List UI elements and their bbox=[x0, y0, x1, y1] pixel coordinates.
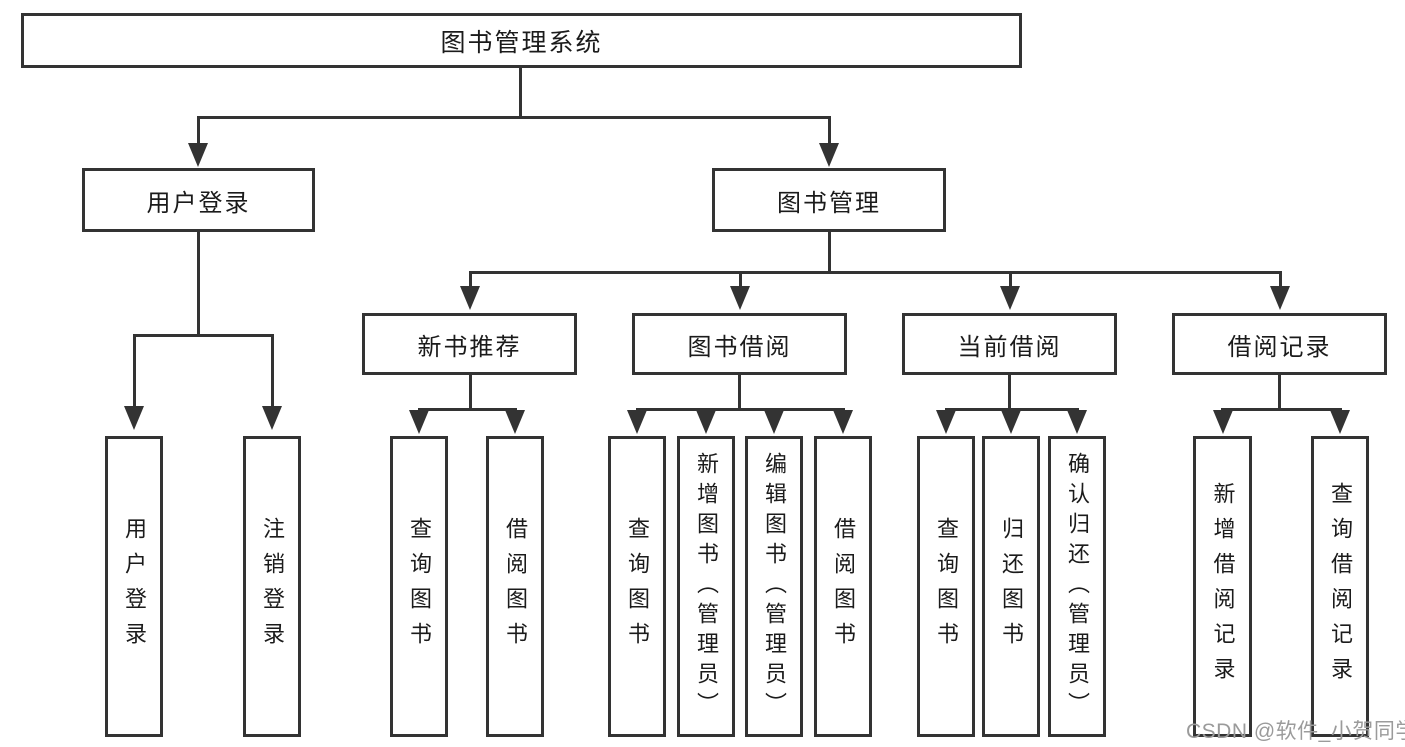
connector bbox=[1008, 273, 1012, 288]
node-label: 归还图书 bbox=[999, 516, 1024, 657]
node-label: 新增借阅记录 bbox=[1210, 481, 1236, 692]
connector bbox=[197, 118, 200, 146]
node-label: 查询图书 bbox=[934, 516, 959, 657]
node-label: 查询借阅记录 bbox=[1328, 481, 1353, 692]
arrowhead bbox=[460, 286, 480, 310]
node-book-management: 图书管理 bbox=[712, 168, 946, 232]
arrowhead bbox=[1212, 410, 1233, 434]
node-add-borrow-record: 新增借阅记录 bbox=[1193, 436, 1252, 737]
node-label: 图书借阅 bbox=[687, 333, 792, 361]
node-label: 新书推荐 bbox=[417, 333, 522, 361]
arrowhead bbox=[819, 143, 839, 167]
node-label: 用户登录 bbox=[122, 516, 147, 657]
node-query-books-borrow: 查询图书 bbox=[608, 436, 666, 737]
node-book-borrowing: 图书借阅 bbox=[632, 313, 847, 375]
connector bbox=[132, 334, 274, 337]
connector bbox=[1221, 408, 1342, 411]
arrowhead bbox=[409, 410, 429, 434]
node-library-management-system: 图书管理系统 bbox=[21, 13, 1022, 68]
connector bbox=[1008, 375, 1011, 411]
arrowhead bbox=[124, 406, 144, 430]
arrowhead bbox=[696, 410, 716, 434]
node-label: 确认归还（管理员） bbox=[1065, 451, 1090, 722]
node-label: 查询图书 bbox=[625, 516, 650, 657]
connector bbox=[197, 116, 831, 119]
node-logout: 注销登录 bbox=[243, 436, 301, 737]
node-label: 借阅图书 bbox=[831, 516, 856, 657]
connector bbox=[827, 232, 831, 274]
node-label: 当前借阅 bbox=[957, 333, 1062, 361]
arrowhead bbox=[1000, 286, 1020, 310]
watermark: CSDN @软件_小贺同学 bbox=[1186, 720, 1405, 743]
arrowhead bbox=[936, 410, 956, 434]
node-label: 用户登录 bbox=[146, 189, 251, 217]
connector bbox=[468, 271, 1282, 274]
arrowhead bbox=[505, 410, 525, 434]
arrowhead bbox=[833, 410, 853, 434]
arrowhead bbox=[730, 286, 750, 310]
node-confirm-return-admin: 确认归还（管理员） bbox=[1048, 436, 1106, 737]
connector bbox=[270, 336, 274, 408]
node-label: 图书管理 bbox=[777, 189, 881, 217]
node-current-borrowing: 当前借阅 bbox=[902, 313, 1117, 375]
node-add-books-admin: 新增图书（管理员） bbox=[677, 436, 735, 737]
arrowhead bbox=[262, 406, 282, 430]
node-query-borrow-record: 查询借阅记录 bbox=[1311, 436, 1369, 737]
connector bbox=[197, 232, 200, 337]
arrowhead bbox=[1330, 410, 1350, 434]
arrowhead bbox=[627, 410, 647, 434]
node-return-books: 归还图书 bbox=[982, 436, 1040, 737]
connector bbox=[944, 408, 1079, 411]
node-borrowing-records: 借阅记录 bbox=[1172, 313, 1387, 375]
arrowhead bbox=[1067, 410, 1087, 434]
node-user-login-leaf: 用户登录 bbox=[105, 436, 163, 737]
connector bbox=[468, 375, 472, 411]
node-query-books-current: 查询图书 bbox=[917, 436, 975, 737]
node-label: 图书管理系统 bbox=[440, 28, 603, 57]
connector bbox=[132, 336, 136, 408]
node-label: 新增图书（管理员） bbox=[694, 451, 719, 722]
arrowhead bbox=[1270, 286, 1290, 310]
arrowhead bbox=[188, 143, 208, 167]
connector bbox=[417, 408, 517, 411]
node-user-login: 用户登录 bbox=[82, 168, 315, 232]
connector bbox=[1278, 273, 1282, 288]
node-label: 借阅记录 bbox=[1227, 333, 1332, 361]
connector bbox=[635, 408, 845, 411]
arrowhead bbox=[1001, 410, 1021, 434]
connector bbox=[738, 273, 742, 288]
node-query-books-recommend: 查询图书 bbox=[390, 436, 448, 737]
node-label: 查询图书 bbox=[407, 516, 432, 657]
connector bbox=[1278, 375, 1281, 411]
node-new-book-recommendation: 新书推荐 bbox=[362, 313, 577, 375]
connector bbox=[738, 375, 741, 411]
connector bbox=[468, 273, 472, 288]
node-borrow-books-recommend: 借阅图书 bbox=[486, 436, 544, 737]
node-label: 注销登录 bbox=[260, 516, 285, 657]
node-borrow-books-leaf: 借阅图书 bbox=[814, 436, 872, 737]
connector bbox=[518, 68, 522, 119]
arrowhead bbox=[764, 410, 784, 434]
connector bbox=[827, 118, 831, 146]
node-label: 借阅图书 bbox=[503, 516, 528, 657]
node-edit-books-admin: 编辑图书（管理员） bbox=[745, 436, 803, 737]
node-label: 编辑图书（管理员） bbox=[762, 451, 787, 722]
